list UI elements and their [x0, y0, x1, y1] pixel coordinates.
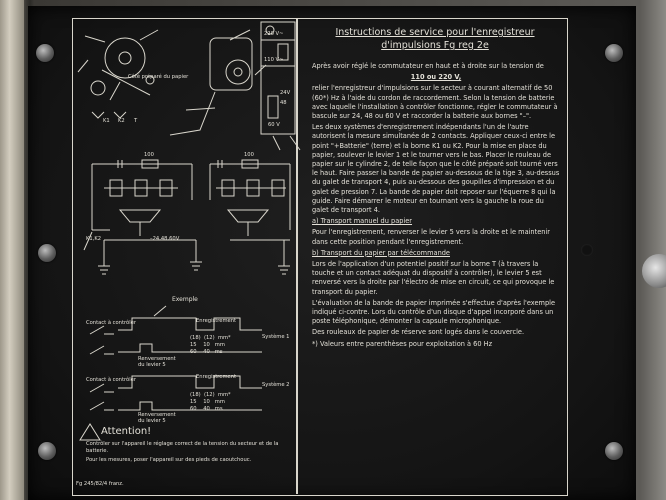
attention-line-2: Pour les mesures, poser l'appareil sur d…: [86, 457, 252, 463]
contact-label-2: Contact à contrôler: [86, 377, 136, 383]
section-a-text: Pour l'enregistrement, renverser le levi…: [312, 228, 550, 246]
cell: 60: [190, 349, 197, 355]
timing-diagram-1: [89, 305, 262, 355]
label-220v: 220 V~: [264, 31, 284, 37]
title-line-1: Instructions de service pour l'enregistr…: [335, 27, 535, 38]
voltage-switch-drawing: [260, 21, 301, 151]
cell: mm: [214, 399, 225, 405]
cell: 40: [203, 406, 210, 412]
cell: (18): [190, 335, 201, 341]
circuit-diagram: [83, 159, 291, 275]
title-line-2: d'impulsions Fg reg 2e: [381, 40, 489, 51]
cell: 10: [203, 342, 210, 348]
section-b-text: Lors de l'application d'un potentiel pos…: [312, 260, 555, 296]
voltage-text: 110 ou 220 V,: [410, 73, 462, 82]
cell: 10: [203, 399, 210, 405]
timing-diagram-2: [89, 375, 262, 411]
paragraph-systems: Les deux systèmes d'enregistrement indép…: [312, 123, 560, 215]
cell: 15: [190, 342, 197, 348]
screw-top-left: [36, 44, 54, 62]
screw-bottom-left: [38, 442, 56, 460]
contact-label-1: Contact à contrôler: [86, 320, 136, 326]
section-a-heading: a) Transport manuel du papier: [312, 217, 413, 226]
attention-heading: Attention!: [101, 426, 152, 437]
k1k2-label: K1,K2: [86, 236, 102, 242]
label-48v: 48: [280, 100, 287, 106]
label-24v: 24V: [280, 90, 291, 96]
resistor-label-2: 100: [244, 152, 254, 158]
attention-line-1: Contrôler sur l'appareil le réglage corr…: [86, 441, 279, 455]
screw-top-right: [605, 44, 623, 62]
section-b-heading: b) Transport du papier par télécommande: [312, 248, 450, 257]
paragraph-connection: relier l'enregistreur d'impulsions sur l…: [312, 84, 558, 121]
warning-triangle: [79, 423, 101, 441]
intro-text: Après avoir réglé le commutateur en haut…: [312, 62, 544, 70]
evaluation-text: L'évaluation de la bande de papier impri…: [312, 298, 556, 326]
mounting-hole: [581, 244, 593, 256]
recording-label-1: Enregistrement: [196, 318, 237, 324]
cell: (18): [190, 392, 201, 398]
cabinet-hinge: [0, 0, 24, 500]
side-knob: [642, 254, 666, 288]
paper-side-label: Côté préparé du papier: [128, 74, 189, 80]
instruction-body: Après avoir réglé le commutateur en haut…: [312, 62, 560, 351]
paper-mechanism-drawing: [77, 29, 267, 136]
label-60v: 60 V: [268, 122, 280, 128]
measure-table-2: (18) (12) mm* 15 10 mm 60 40 ms: [190, 392, 231, 413]
reserve-paper-text: Des rouleaux de papier de réserve sont l…: [312, 328, 525, 337]
terminal-k2: K2: [118, 118, 125, 124]
screw-mid-left: [38, 244, 56, 262]
plate-border: [72, 18, 568, 496]
cell: (12): [203, 392, 215, 398]
lever-label-2: Renversement du levier 5: [138, 412, 176, 424]
cell: (12): [203, 335, 215, 341]
cell: mm*: [217, 392, 231, 398]
cell: mm*: [217, 335, 231, 341]
example-heading: Exemple: [172, 296, 198, 303]
plate-divider: [296, 18, 298, 494]
cell: ms: [214, 406, 223, 412]
system-label-1: Système 1: [262, 334, 290, 340]
instruction-plate: [28, 6, 636, 500]
screw-bottom-right: [605, 442, 623, 460]
cell: mm: [214, 342, 225, 348]
instruction-title: Instructions de service pour l'enregistr…: [312, 26, 558, 52]
terminal-t: T: [134, 118, 138, 124]
recording-label-2: Enregistrement: [196, 374, 237, 380]
cell: 60: [190, 406, 197, 412]
footnote-text: *) Valeurs entre parenthèses pour exploi…: [312, 339, 493, 348]
battery-voltage-label: –24,48,60V: [150, 236, 180, 242]
label-110v: 110 V~: [264, 57, 284, 63]
cell: 15: [190, 399, 197, 405]
terminal-k1: K1: [103, 118, 110, 124]
cell: 40: [203, 349, 210, 355]
resistor-label-1: 100: [144, 152, 154, 158]
measure-table-1: (18) (12) mm* 15 10 mm 60 40 ms: [190, 335, 231, 356]
lever-label-1: Renversement du levier 5: [138, 356, 176, 368]
plate-footer-code: Fg 245/82/4 franz.: [76, 481, 124, 487]
cell: ms: [214, 349, 223, 355]
system-label-2: Système 2: [262, 382, 290, 388]
